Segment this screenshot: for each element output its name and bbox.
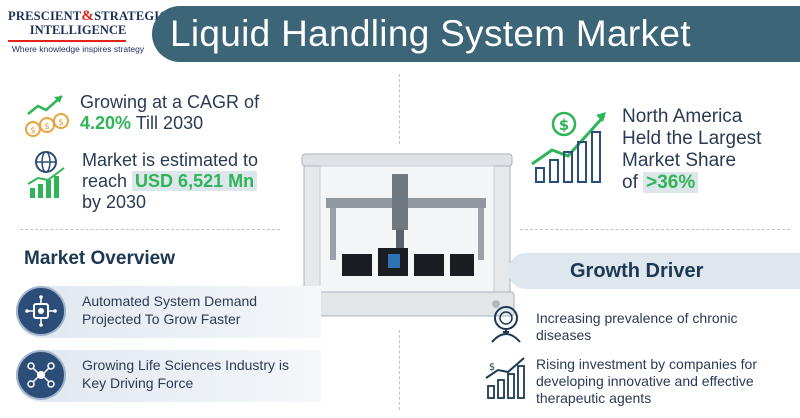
logo-word-strategic: STRATEGIC: [94, 9, 169, 23]
logo-word-intelligence: INTELLIGENCE: [29, 23, 127, 37]
logo-ampersand: &: [81, 8, 95, 24]
overview-item-2-line1: Growing Life Sciences Industry is: [82, 357, 289, 373]
overview-item-2: [16, 350, 321, 402]
left-divider: [20, 229, 280, 230]
dollar-growth-chart-icon: $: [531, 111, 606, 183]
growth-item-1-line2: diseases: [536, 327, 592, 343]
liquid-handler-image: [299, 153, 515, 317]
overview-item-1-line1: Automated System Demand: [82, 293, 258, 309]
cagr-suffix: Till 2030: [135, 113, 204, 133]
market-overview-title: Market Overview: [24, 248, 176, 269]
logo-tagline: Where knowledge inspires strategy: [11, 44, 145, 54]
globe-bar-chart-icon: [27, 151, 65, 198]
region-prefix: of: [622, 172, 638, 193]
market-size-year: by 2030: [82, 192, 147, 212]
page-title: Liquid Handling System Market: [170, 13, 691, 54]
growth-item-2-line2: developing innovative and effective: [536, 373, 754, 389]
market-size-stat: Market is estimated to reach USD 6,521 M…: [24, 150, 258, 213]
network-nodes-icon: [16, 350, 66, 400]
region-name: North America: [622, 106, 743, 127]
growth-item-2-text: Rising investment by companies for devel…: [536, 356, 757, 407]
coins-growth-icon: $ $ $: [25, 95, 69, 137]
cagr-stat: $ $ $ Growing at a CAGR of 4.20% Till 20…: [24, 92, 259, 138]
svg-text:$: $: [559, 116, 569, 134]
region-share-stat: $ North America Held the Largest Market …: [530, 106, 761, 194]
growth-item-1-line1: Increasing prevalence of chronic: [536, 310, 738, 326]
overview-item-1-line2: Projected To Grow Faster: [82, 311, 241, 327]
market-size-label: Market is estimated to: [82, 150, 259, 170]
logo-word-prescient: PRESCIENT: [8, 9, 82, 23]
overview-item-1-text: Automated System Demand Projected To Gro…: [82, 292, 257, 328]
region-line2: Held the Largest: [622, 128, 762, 149]
region-share-value: >36%: [643, 172, 699, 193]
market-size-prefix: reach: [82, 171, 128, 191]
svg-text:$: $: [489, 362, 495, 373]
cagr-value: 4.20%: [80, 113, 132, 133]
right-divider: [520, 229, 790, 230]
region-line3: Market Share: [622, 150, 737, 171]
svg-text:$: $: [58, 118, 64, 128]
market-size-value: USD 6,521 Mn: [132, 171, 258, 191]
growth-item-1-text: Increasing prevalence of chronic disease…: [536, 310, 738, 344]
bottom-divider: [399, 330, 400, 410]
growth-item-2-line1: Rising investment by companies for: [536, 356, 757, 372]
company-logo: PRESCIENT&STRATEGIC INTELLIGENCE Where k…: [8, 8, 168, 54]
growth-item-2-line3: therapeutic agents: [536, 390, 652, 406]
investment-chart-icon: $: [485, 357, 525, 399]
overview-item-2-line2: Key Driving Force: [82, 375, 194, 391]
cagr-label: Growing at a CAGR of: [80, 92, 260, 112]
circuit-brain-icon: [16, 286, 66, 336]
patient-icon: [491, 306, 521, 343]
logo-divider: [8, 40, 126, 42]
overview-item-2-text: Growing Life Sciences Industry is Key Dr…: [82, 356, 289, 392]
svg-text:$: $: [30, 126, 36, 136]
growth-driver-banner: [508, 253, 800, 289]
title-banner: Liquid Handling System Market: [152, 6, 800, 62]
overview-item-1: [16, 286, 321, 338]
growth-driver-title: Growth Driver: [570, 260, 704, 282]
svg-text:$: $: [44, 122, 50, 132]
top-divider: [399, 74, 400, 144]
